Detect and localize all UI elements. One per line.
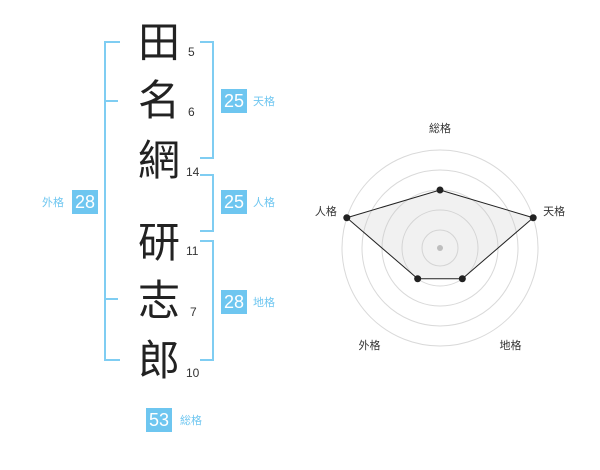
radar-point-4 — [414, 275, 422, 283]
gaikaku-label: 外格 — [42, 196, 64, 209]
jinkaku-value: 25 — [221, 190, 247, 214]
radar-ring — [401, 209, 479, 287]
chikaku-label: 地格 — [253, 296, 275, 309]
jinkaku-label: 人格 — [253, 196, 275, 209]
radar-polygon — [345, 189, 535, 280]
name-char: 田 — [137, 18, 180, 67]
name-char: 研 — [137, 218, 180, 267]
stroke-count: 11 — [186, 244, 199, 258]
soukaku-label: 総格 — [180, 414, 202, 427]
radar-ring — [421, 229, 459, 267]
radar-point-3 — [458, 275, 466, 283]
name-char: 網 — [137, 136, 180, 185]
radar-axis-label: 総格 — [429, 121, 451, 135]
gaikaku-tick — [104, 298, 118, 300]
stroke-count: 14 — [186, 165, 200, 179]
radar-axis-label: 人格 — [315, 204, 337, 218]
radar-grid — [341, 149, 539, 347]
stroke-count: 7 — [190, 305, 197, 319]
jinkaku-bracket — [200, 174, 214, 232]
name-char: 郎 — [137, 336, 180, 385]
radar-ring — [361, 169, 519, 327]
stroke-count: 5 — [188, 45, 195, 59]
radar-axis-label: 地格 — [500, 338, 522, 352]
gaikaku-value: 28 — [72, 190, 98, 214]
tenkaku-value: 25 — [221, 89, 247, 113]
chikaku-value: 28 — [221, 290, 247, 314]
radar-ring — [341, 149, 539, 347]
chikaku-bracket — [200, 240, 214, 361]
stroke-count: 10 — [186, 366, 200, 380]
gaikaku-bracket — [104, 41, 120, 361]
radar-axis-label: 天格 — [543, 204, 565, 218]
gaikaku-tick — [104, 100, 118, 102]
radar-area — [345, 189, 535, 280]
radar-point-1 — [436, 186, 444, 194]
name-char: 名 — [137, 76, 180, 125]
radar-point-5 — [343, 214, 351, 222]
stroke-count: 6 — [188, 105, 195, 119]
radar-point-2 — [529, 214, 537, 222]
soukaku-value: 53 — [146, 408, 172, 432]
tenkaku-bracket — [200, 41, 214, 159]
radar-axis-label: 外格 — [358, 338, 380, 352]
radar-ring — [381, 189, 499, 307]
radar-center — [437, 245, 443, 251]
tenkaku-label: 天格 — [253, 95, 275, 108]
name-char: 志 — [137, 276, 180, 325]
